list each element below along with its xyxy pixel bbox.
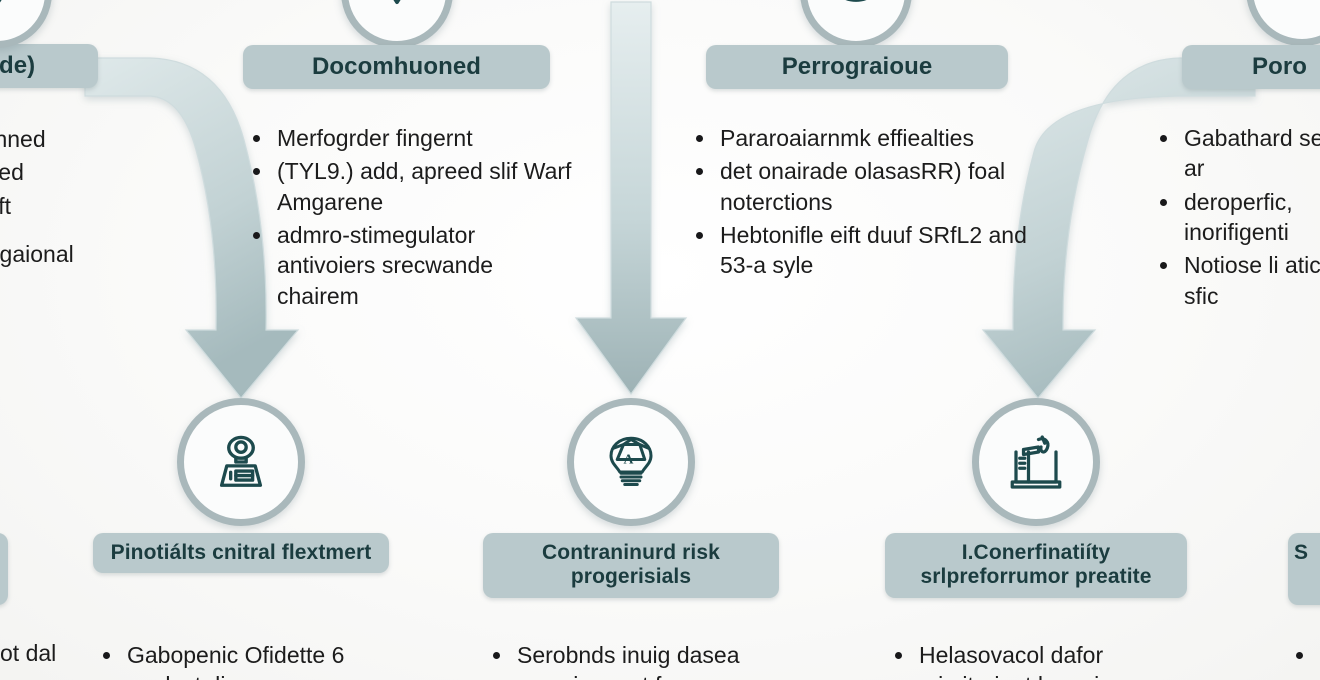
list-item: Notiose li aticro sfic: [1150, 250, 1320, 311]
list-item: deroperfic, inorifigenti: [1150, 187, 1320, 248]
top-card-2-bullets: Merfogrder fingernt (TYL9.) add, apreed …: [243, 123, 573, 314]
bottom-card-2-header: Contraninurd risk progerisials: [483, 533, 779, 598]
top-card-3-bullets: Pararoaiarnmk effiealties det onairade o…: [686, 123, 1056, 284]
bottom-card-1: Pinotiálts cnitral flextmert: [93, 533, 389, 574]
list-item: an: [0, 671, 116, 680]
list-item: Pararoaiarnmk effiealties: [686, 123, 1056, 153]
top-card-1: Vede): [0, 44, 98, 88]
list-item: oved: [0, 157, 130, 187]
arrow-straight-mid: [574, 1, 688, 396]
bottom-card-2: Contraninurd risk progerisials: [483, 533, 779, 598]
list-item: Gabathard selecial ar: [1150, 123, 1320, 184]
bottom-card-0-bullets: ot dal an: [0, 638, 116, 680]
bottom-card-3-header: I.Conerfinatiíty srlpreforrumor preatite: [885, 533, 1187, 598]
bottom-card-4-header: S: [1288, 533, 1320, 605]
top-card-2-header: Docomhuoned: [243, 45, 550, 89]
top-card-4-header: Poro: [1182, 45, 1320, 89]
bottom-card-2-badge: A: [567, 398, 695, 526]
bottom-card-3: I.Conerfinatiíty srlpreforrumor preatite: [885, 533, 1187, 598]
list-item: Serobnds inuig dasea prescimment for: [483, 640, 813, 680]
bottom-card-3-badge: [972, 398, 1100, 526]
arrow-curve-left: [84, 57, 300, 399]
top-card-4-bullets: Gabathard selecial ar deroperfic, inorif…: [1150, 123, 1320, 314]
document-arrow-icon: [1275, 0, 1320, 17]
top-card-2: Docomhuoned: [243, 45, 550, 89]
top-card-1-header: Vede): [0, 44, 98, 88]
person-monitor-icon: [210, 431, 272, 493]
list-item: Merfogrder fingernt: [243, 123, 573, 153]
bottom-card-2-bullets: Serobnds inuig dasea prescimment for: [483, 640, 813, 680]
svg-text:A: A: [624, 451, 634, 466]
bottom-card-0-header: [0, 533, 8, 605]
bottom-card-1-header: Pinotiálts cnitral flextmert: [93, 533, 389, 574]
list-item: riagaional: [0, 239, 130, 269]
list-item: admro-stimegulator antivoiers srecwande …: [243, 220, 573, 311]
list-item: Hebtonifle eift duuf SRfL2 and 53-a syle: [686, 220, 1056, 281]
top-card-3: Perrograioue: [706, 45, 1008, 89]
list-item: ornned: [0, 124, 130, 154]
list-item: (TYL9.) add, apreed slif Warf Amgarene: [243, 156, 573, 217]
list-item: zeft: [0, 191, 130, 221]
list-item: det onairade olasasRR) foal noterctions: [686, 156, 1056, 217]
bottom-card-4: S: [1288, 533, 1320, 605]
ballot-box-icon: [1006, 432, 1066, 492]
top-card-1-bullets: ornned oved zeft riagaional: [0, 124, 130, 272]
bottom-card-1-badge: [177, 398, 305, 526]
bottom-card-0: [0, 533, 8, 605]
top-card-3-header: Perrograioue: [706, 45, 1008, 89]
list-item: ot dal: [0, 638, 116, 668]
lightbulb-brain-icon: A: [601, 432, 661, 492]
bottom-card-3-bullets: Helasovacol dafor mimitorinat hymoim: [885, 640, 1215, 680]
check-shield-icon: [0, 0, 23, 19]
chevron-down-icon: [370, 0, 424, 19]
eye-icon: [828, 0, 884, 20]
list-item: Gabopenic Ofidette 6 upelect di: [93, 640, 413, 680]
top-card-4: Poro: [1182, 45, 1320, 89]
arrow-curve-right: [981, 57, 1256, 399]
bottom-card-4-bullets: [1286, 640, 1320, 659]
bottom-card-1-bullets: Gabopenic Ofidette 6 upelect di: [93, 640, 413, 680]
list-item: Helasovacol dafor mimitorinat hymoim: [885, 640, 1215, 680]
